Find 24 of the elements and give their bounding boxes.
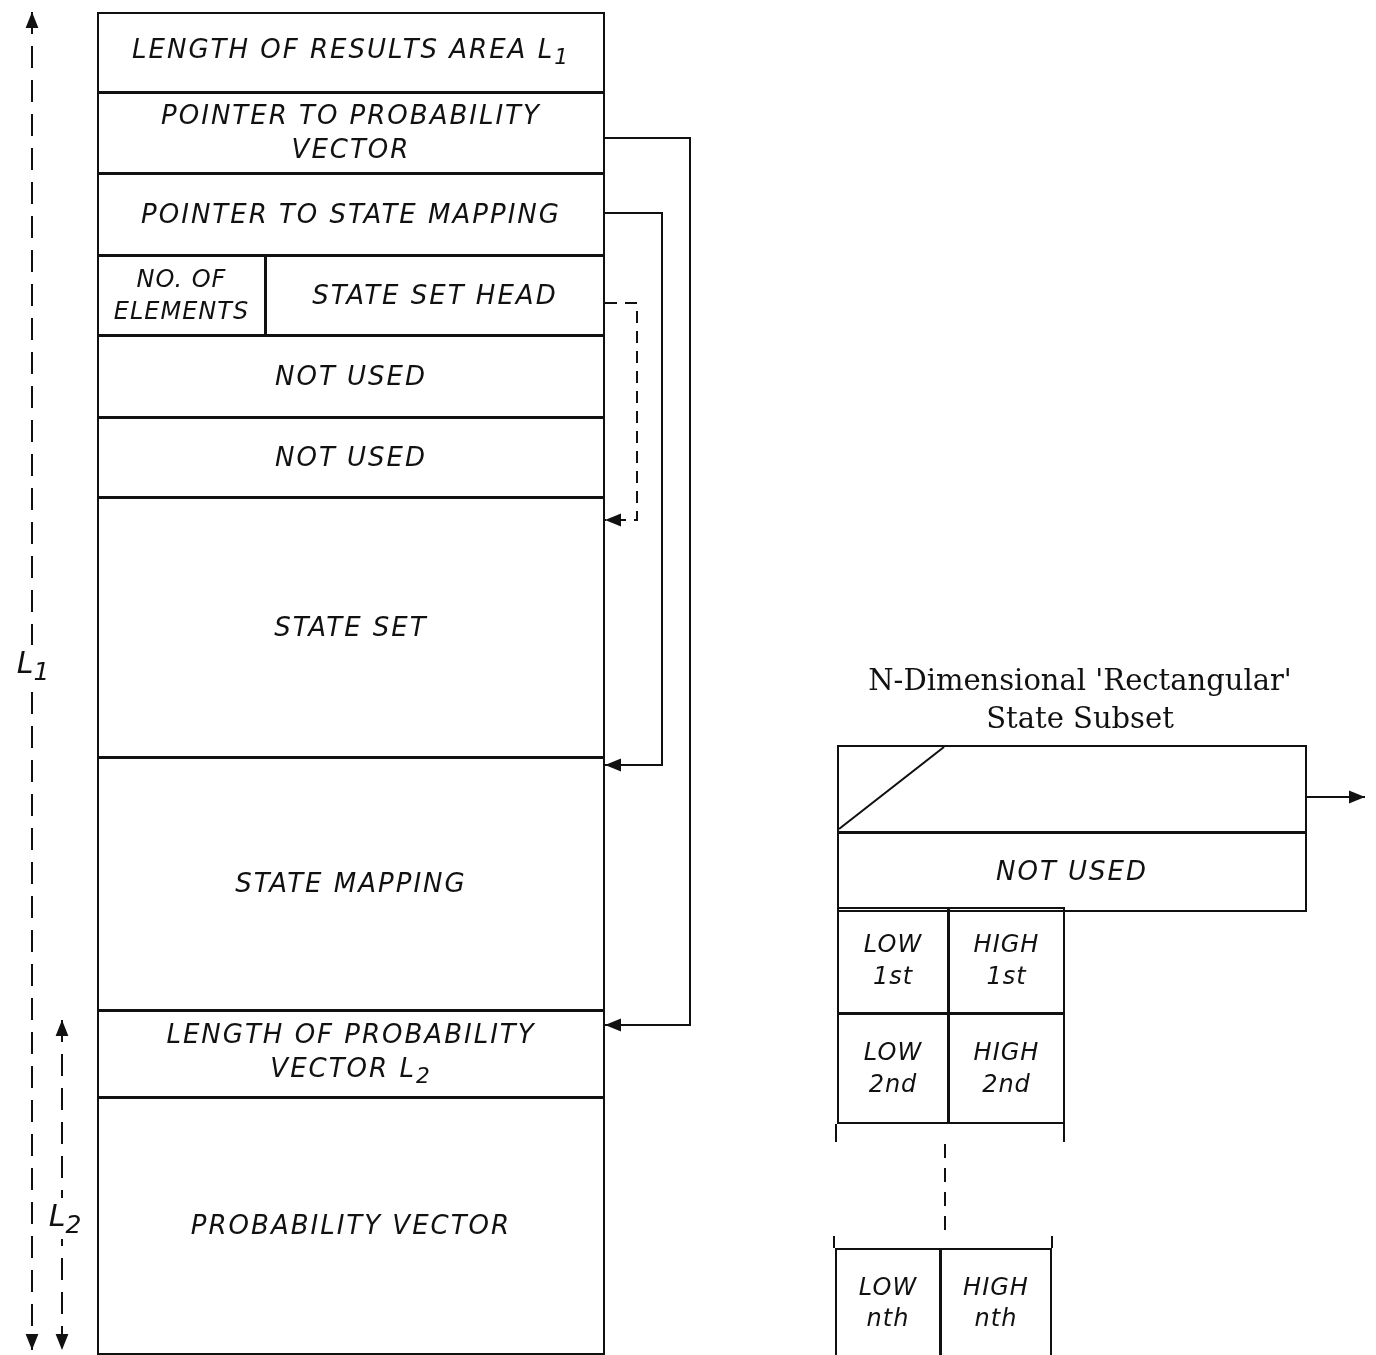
- memory-cell: NOT USED: [837, 832, 1307, 912]
- memory-cell: LOW nth: [835, 1248, 941, 1355]
- memory-cell: LENGTH OF RESULTS AREA L$_{1}$: [97, 12, 605, 93]
- memory-cell: PROBABILITY VECTOR: [97, 1097, 605, 1355]
- arrow: [604, 302, 638, 527]
- arrow: [1306, 790, 1366, 804]
- memory-cell: POINTER TO STATE MAPPING: [97, 173, 605, 256]
- arrow: [604, 212, 663, 772]
- memory-cell: LOW 2nd: [837, 1013, 949, 1124]
- memory-cell: NOT USED: [97, 417, 605, 498]
- memory-cell: STATE SET: [97, 497, 605, 758]
- memory-cell: HIGH 2nd: [948, 1013, 1065, 1124]
- memory-cell: LOW 1st: [837, 907, 949, 1014]
- subset-heading: N-Dimensional 'Rectangular' State Subset: [867, 662, 1293, 737]
- memory-cell: NOT USED: [97, 335, 605, 418]
- blank-row: [837, 745, 1307, 833]
- memory-cell: POINTER TO PROBABILITY VECTOR: [97, 92, 605, 174]
- memory-cell: HIGH 1st: [948, 907, 1065, 1014]
- arrow: [604, 137, 691, 1032]
- memory-cell: LENGTH OF PROBABILITY VECTOR L$_{2}$: [97, 1010, 605, 1098]
- memory-cell: STATE SET HEAD: [265, 255, 605, 336]
- memory-cell: STATE MAPPING: [97, 757, 605, 1011]
- memory-cell: HIGH nth: [940, 1248, 1052, 1355]
- memory-cell: NO. OF ELEMENTS: [97, 255, 266, 336]
